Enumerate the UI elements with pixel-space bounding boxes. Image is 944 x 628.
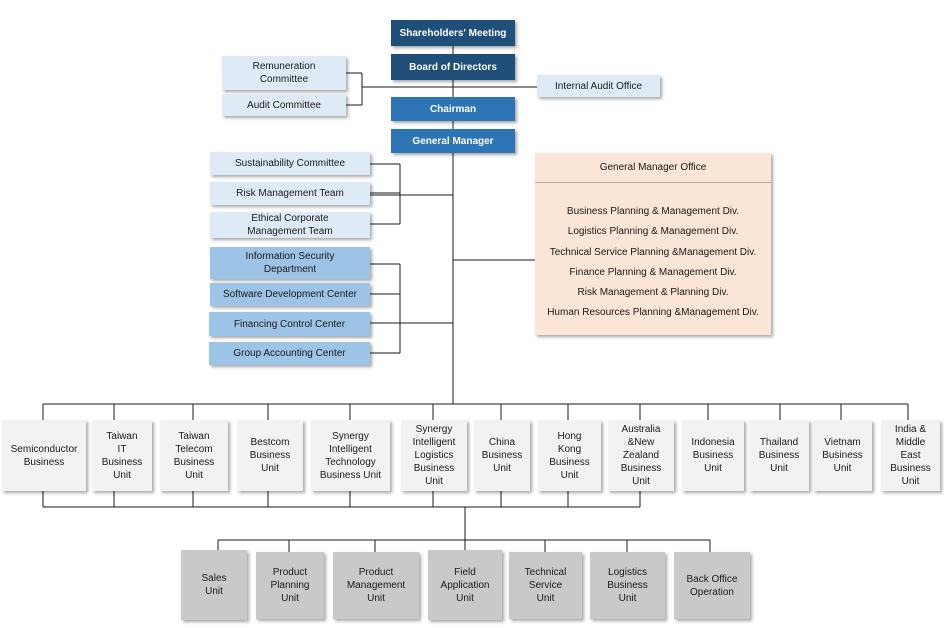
remuneration-committee-box: Remuneration Committee	[222, 56, 346, 90]
risk-management-team-box: Risk Management Team	[210, 182, 370, 205]
gmo-division-item: Finance Planning & Management Div.	[569, 267, 737, 278]
business-unit-australia-new-zealand: Australia &New Zealand Business Unit	[608, 420, 674, 491]
functional-unit-field-application: Field Application Unit	[428, 550, 502, 620]
gmo-division-item: Technical Service Planning &Management D…	[549, 247, 757, 258]
chairman-box: Chairman	[391, 97, 515, 121]
internal-audit-office-box: Internal Audit Office	[537, 75, 660, 97]
business-unit-bestcom: Bestcom Business Unit	[237, 420, 303, 491]
functional-unit-back-office-operation: Back Office Operation	[674, 552, 750, 619]
gmo-division-item: Business Planning & Management Div.	[566, 206, 740, 217]
business-unit-vietnam: Vietnam Business Unit	[813, 420, 872, 491]
business-unit-taiwan-it: Taiwan IT Business Unit	[92, 420, 152, 491]
gmo-division-item: Human Resources Planning &Management Div…	[547, 307, 759, 318]
shareholders-meeting-box: Shareholders' Meeting	[391, 20, 515, 46]
ethical-corporate-management-team-box: Ethical Corporate Management Team	[210, 212, 370, 238]
sustainability-committee-box: Sustainability Committee	[210, 152, 370, 175]
gmo-division-item: Risk Management & Planning Div.	[577, 287, 729, 298]
gmo-division-item: Logistics Planning & Management Div.	[567, 226, 739, 237]
software-development-center-box: Software Development Center	[210, 283, 370, 306]
functional-unit-product-management: Product Management Unit	[333, 552, 419, 619]
business-unit-semiconductor: Semiconductor Business	[2, 420, 86, 491]
business-unit-china: China Business Unit	[474, 420, 530, 491]
functional-unit-technical-service: Technical Service Unit	[509, 552, 582, 619]
business-unit-thailand: Thailand Business Unit	[749, 420, 809, 491]
business-unit-synergy-intelligent-logistics: Synergy Intelligent Logistics Business U…	[401, 420, 467, 491]
general-manager-office-panel: General Manager Office Business Planning…	[535, 153, 771, 335]
general-manager-office-title: General Manager Office	[535, 153, 771, 183]
board-of-directors-box: Board of Directors	[391, 54, 515, 80]
functional-unit-sales: Sales Unit	[181, 550, 247, 620]
group-accounting-center-box: Group Accounting Center	[209, 342, 370, 365]
general-manager-box: General Manager	[391, 129, 515, 153]
business-unit-synergy-intelligent-technology: Synergy Intelligent Technology Business …	[311, 420, 390, 491]
business-unit-indonesia: Indonesia Business Unit	[682, 420, 744, 491]
business-unit-taiwan-telecom: Taiwan Telecom Business Unit	[160, 420, 228, 491]
functional-unit-product-planning: Product Planning Unit	[256, 552, 324, 619]
functional-unit-logistics-business: Logistics Business Unit	[590, 552, 665, 619]
business-unit-india-middle-east: India & Middle East Business Unit	[881, 420, 940, 491]
business-unit-hong-kong: Hong Kong Business Unit	[538, 420, 601, 491]
financing-control-center-box: Financing Control Center	[209, 312, 370, 336]
information-security-department-box: Information Security Department	[210, 247, 370, 279]
audit-committee-box: Audit Committee	[222, 94, 346, 116]
